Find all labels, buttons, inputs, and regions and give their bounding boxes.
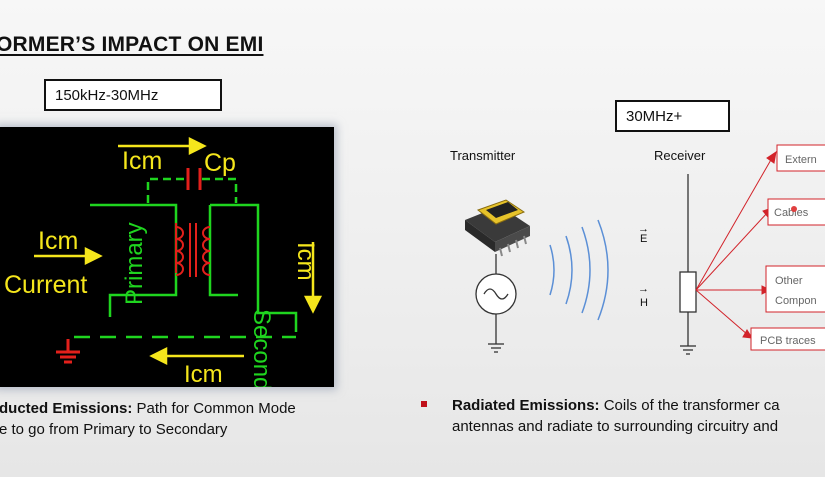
cursor-dot-icon [791, 206, 797, 212]
ground-icon [56, 339, 80, 364]
icm-right-label: Icm [292, 242, 319, 281]
circuit-diagram: Icm Cp Icm Current Primary Secondary Icm… [4, 136, 323, 424]
h-vector-arrow: → [638, 283, 649, 295]
conducted-emissions-circuit: Icm Cp Icm Current Primary Secondary Icm… [0, 127, 334, 424]
target-pcb-label: PCB traces [760, 335, 816, 347]
current-arrows [34, 136, 323, 366]
bullet-icon [421, 401, 427, 407]
h-field-label: H [640, 297, 648, 309]
transmitter-label: Transmitter [450, 148, 516, 163]
icm-left-label: Icm [38, 227, 78, 255]
capacitor-loop-wires [146, 177, 238, 203]
e-field-label: E [640, 233, 647, 245]
radiated-emissions-caption: Radiated Emissions: Coils of the transfo… [452, 395, 825, 437]
cp-label: Cp [204, 149, 236, 177]
target-other-line1: Other [775, 275, 803, 287]
transformer-coils [175, 223, 211, 277]
icm-bottom-label: Icm [184, 361, 223, 387]
primary-label: Primary [121, 222, 148, 305]
e-vector-arrow: → [638, 223, 649, 235]
radiated-caption-text-1: Coils of the transformer ca [599, 397, 780, 414]
icm-top-label: Icm [122, 147, 162, 175]
secondary-label: Secondary [248, 309, 275, 387]
radiated-caption-text-2: antennas and radiate to surrounding circ… [452, 418, 779, 435]
slide-title: ORMER’S IMPACT ON EMI [0, 33, 264, 56]
radiated-diagram-svg: Transmitter Receiver [450, 144, 825, 355]
frequency-box-low: 150kHz-30MHz [44, 79, 222, 111]
conducted-caption-text-2: e to go from Primary to Secondary [0, 421, 228, 438]
target-other-line2: Compon [775, 295, 817, 307]
frequency-high-label: 30MHz+ [626, 107, 683, 125]
capacitor-cp-symbol [186, 168, 202, 190]
radiated-emissions-diagram: Transmitter Receiver [430, 140, 825, 360]
radiated-caption-heading: Radiated Emissions: [452, 397, 600, 414]
conducted-caption-heading: ducted Emissions: [0, 400, 133, 417]
conducted-caption-text-1: Path for Common Mode [132, 400, 296, 417]
radiation-waves-icon [549, 219, 609, 321]
target-boxes [750, 144, 825, 351]
receiver-antenna-icon [679, 174, 697, 355]
target-external-label: Extern [785, 154, 817, 166]
primary-loop [90, 203, 178, 317]
frequency-low-label: 150kHz-30MHz [55, 86, 159, 104]
receiver-label: Receiver [654, 148, 706, 163]
transformer-icon [465, 199, 530, 257]
ac-source-icon [475, 254, 517, 353]
secondary-loop [208, 203, 298, 332]
coupling-arrows [695, 150, 777, 339]
current-label: Current [4, 271, 87, 299]
conducted-emissions-caption: ducted Emissions: Path for Common Mode e… [0, 398, 349, 440]
target-cables-label: Cables [774, 207, 809, 219]
frequency-box-high: 30MHz+ [615, 100, 730, 132]
